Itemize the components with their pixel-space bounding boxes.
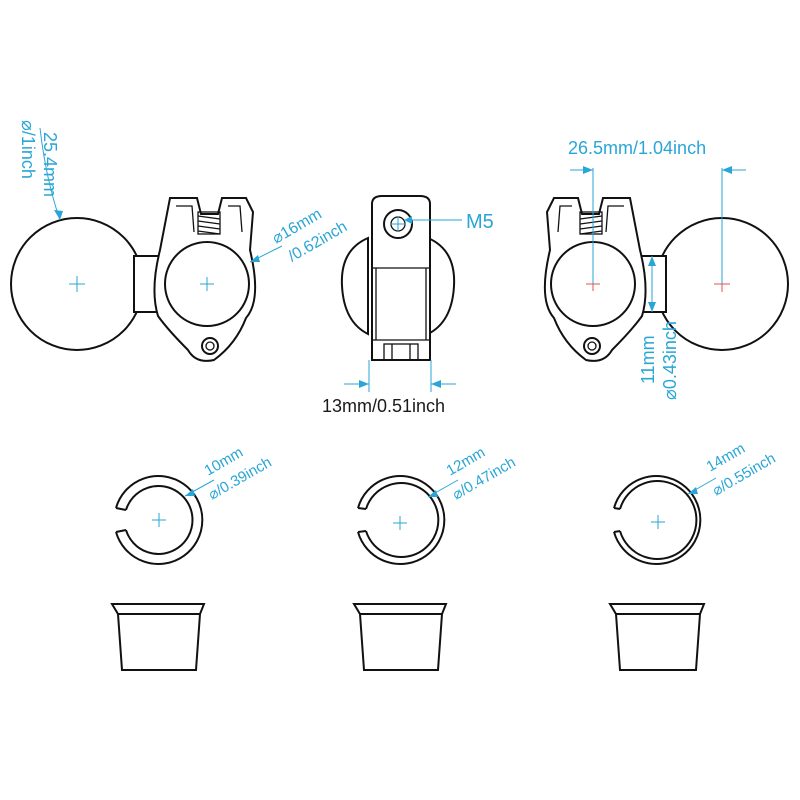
ball-side-silhouette-right [427,236,456,336]
center-distance-dimension: 26.5mm/1.04inch [568,138,746,284]
ball-diameter-inch-label: ⌀/1inch [18,120,38,179]
ball-diameter-dimension: 25.4mm ⌀/1inch [18,120,63,221]
screw-size-callout: M5 [404,211,494,233]
right-clamp-view [543,197,789,362]
ball-side-silhouette [340,236,369,336]
clamp-width-dimension: 13mm/0.51inch [322,360,456,416]
clamp-screw-right [579,211,603,235]
insert-sleeve-medium [352,603,448,671]
ball-center-cross-left [69,276,85,292]
clamp-screw-left [197,211,221,235]
center-distance-label: 26.5mm/1.04inch [568,138,706,158]
insert-sleeve-small [110,603,206,671]
clamp-inner-outline-right [557,205,624,233]
screw-thread-left [197,215,221,235]
clamp-inner-outline-left [176,205,243,233]
hinge-pin-left [205,341,215,351]
insert-sleeve-large [608,603,706,671]
clamp-width-label: 13mm/0.51inch [322,396,445,416]
ball-diameter-mm-label: 25.4mm [40,132,60,197]
clamp-hinge-right [583,337,601,355]
hinge-pin-right [587,341,597,351]
clamp-side-body [371,195,431,361]
neck-diameter-mm-label: 11mm [638,335,658,384]
neck-diameter-dimension: 11mm ⌀0.43inch [638,256,680,400]
screw-size-label: M5 [466,211,494,233]
insert-ring-medium: 12mm ⌀/0.47inch [357,444,519,565]
middle-side-view [340,195,456,361]
bore-center-cross-left [200,277,214,291]
neck-diameter-inch-label: ⌀0.43inch [660,321,680,400]
insert-ring-small: 10mm ⌀/0.39inch [115,444,275,565]
clamp-bore-dimension: ⌀16mm /0.62inch [249,206,350,265]
screw-thread-right [579,215,603,235]
clamp-hinge-left [201,337,219,355]
insert-ring-large: 14mm ⌀/0.55inch [613,440,779,565]
clamp-side-slot [383,343,419,361]
left-clamp-view [10,197,257,362]
